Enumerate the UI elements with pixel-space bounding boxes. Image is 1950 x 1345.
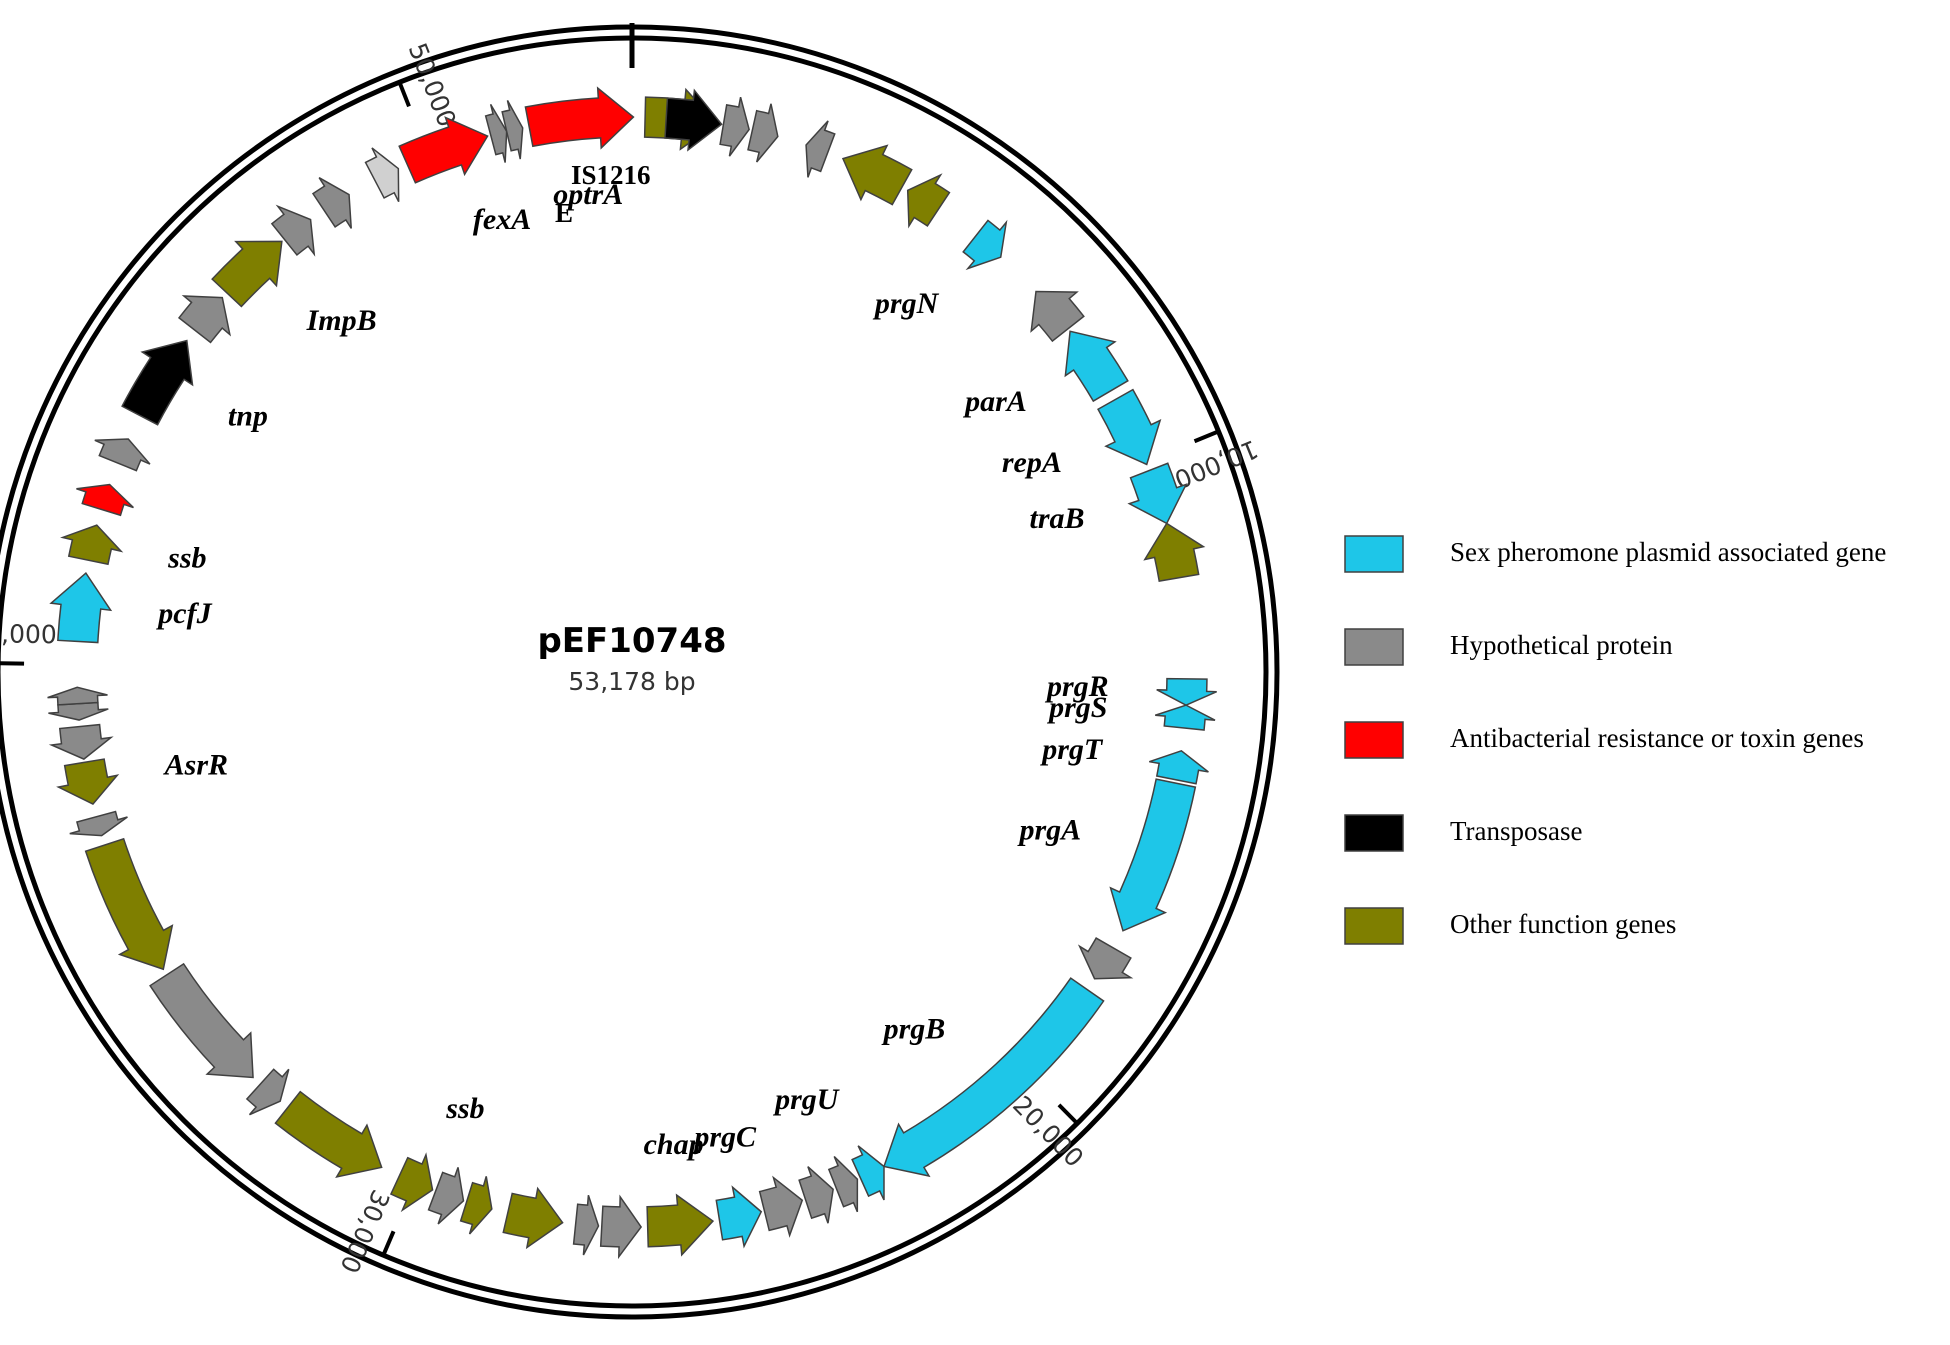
gene-label-chap: chap	[644, 1128, 704, 1161]
tick-50000	[397, 81, 411, 108]
gene-arrow-g31	[274, 1090, 383, 1179]
gene-arrow-g34	[84, 837, 174, 971]
gene-arrow-g47	[270, 204, 316, 257]
gene-arrow-fexA	[398, 116, 489, 184]
gene-arrow-prgN	[962, 219, 1008, 271]
gene-arrow-repA	[1097, 388, 1162, 466]
gene-label-prgT: prgT	[1039, 733, 1104, 766]
gene-arrow-optrA	[524, 86, 635, 150]
plasmid-length: 53,178 bp	[568, 667, 695, 696]
gene-arrow-AsrR	[56, 758, 120, 805]
tick-label-40000: 40,000	[0, 619, 57, 649]
legend-label-other: Other function genes	[1450, 909, 1676, 939]
gene-label-prgS: prgS	[1046, 691, 1107, 724]
gene-arrow-g22	[758, 1175, 804, 1238]
gene-arrow-g03	[747, 103, 779, 163]
gene-arrow-prgU	[851, 1145, 885, 1201]
gene-label-prgC: prgC	[691, 1121, 757, 1154]
gene-arrow-ssb2	[60, 524, 124, 566]
gene-arrow-prgR	[1156, 677, 1217, 706]
gene-arrow-g51	[484, 103, 508, 163]
legend-swatch-transposase	[1344, 814, 1404, 852]
gene-arrow-ImpB	[211, 240, 283, 308]
gene-arrow-g26	[572, 1194, 600, 1256]
gene-arrow-g25	[599, 1194, 643, 1260]
legend-label-sex_pheromone: Sex pheromone plasmid associated gene	[1450, 537, 1886, 567]
gene-arrow-g12	[1143, 522, 1206, 582]
gene-arrow-g48	[311, 177, 352, 229]
gene-label-ssb2: ssb	[167, 542, 206, 575]
gene-arrow-g32	[245, 1068, 290, 1116]
gene-arrow-g43	[94, 438, 151, 472]
gene-arrow-g49	[364, 147, 400, 203]
gene-arrow-g35	[69, 810, 128, 837]
gene-label-prgA: prgA	[1016, 813, 1081, 846]
gene-arrow-g17	[1077, 937, 1134, 980]
legend-swatch-other	[1344, 907, 1404, 945]
gene-label-pcfJ: pcfJ	[155, 597, 212, 630]
is-element-label-line1: IS1216	[571, 160, 651, 190]
legend-swatch-hypothetical	[1344, 628, 1404, 666]
gene-arrow-g33	[149, 962, 254, 1079]
gene-arrow-g21	[798, 1166, 834, 1224]
gene-arrow-tnp	[121, 339, 194, 426]
gene-features	[47, 86, 1217, 1260]
tick-label-20000: 20,000	[1007, 1090, 1089, 1173]
gene-arrow-prgT	[1149, 749, 1209, 785]
gene-arrow-g08	[1030, 290, 1085, 343]
legend-swatch-sex_pheromone	[1344, 535, 1404, 573]
tick-10000	[1193, 429, 1220, 444]
gene-label-prgB: prgB	[881, 1013, 946, 1046]
gene-arrow-g02	[719, 96, 750, 157]
gene-arrow-g27	[502, 1186, 564, 1250]
legend-swatch-resistance	[1344, 721, 1404, 759]
gene-arrow-g52	[501, 100, 524, 160]
gene-arrow-g42	[76, 483, 134, 517]
gene-label-prgU: prgU	[772, 1083, 840, 1116]
gene-arrow-g45	[177, 295, 232, 344]
gene-arrow-traB	[1127, 462, 1188, 525]
is-element-label: IS1216 E	[555, 160, 651, 228]
gene-label-tnp: tnp	[228, 399, 268, 432]
gene-arrow-IS1216	[664, 88, 723, 152]
gene-label-AsrR: AsrR	[163, 749, 228, 782]
gene-arrow-parA	[1064, 330, 1129, 403]
gene-label-parA: parA	[962, 385, 1027, 418]
legend-label-transposase: Transposase	[1450, 816, 1583, 846]
gene-arrow-g39	[47, 686, 108, 706]
legend-label-hypothetical: Hypothetical protein	[1450, 630, 1673, 660]
legend: Sex pheromone plasmid associated geneHyp…	[1344, 535, 1886, 945]
gene-label-prgR: prgR	[1044, 670, 1109, 703]
gene-arrow-prgS	[1154, 704, 1216, 731]
tick-30000	[381, 1230, 396, 1256]
gene-arrow-chap	[646, 1193, 715, 1257]
gene-arrow-g06	[906, 173, 951, 229]
gene-label-ImpB: ImpB	[306, 304, 377, 337]
gene-arrow-g38	[48, 701, 109, 721]
gene-label-repA: repA	[1002, 446, 1062, 479]
gene-arrow-prgC	[715, 1185, 763, 1249]
gene-label-fexA: fexA	[473, 203, 531, 236]
tick-20000	[1057, 1103, 1079, 1125]
gene-arrow-prgA	[1109, 778, 1197, 932]
legend-label-resistance: Antibacterial resistance or toxin genes	[1450, 723, 1864, 753]
gene-arrow-g29	[427, 1167, 465, 1225]
gene-arrow-g28	[459, 1176, 493, 1235]
gene-arrow-pcfJ	[49, 571, 113, 644]
gene-label-prgN: prgN	[872, 287, 940, 320]
gene-arrow-g37	[48, 723, 114, 760]
tick-label-30000: 30,000	[334, 1185, 395, 1277]
plasmid-name: pEF10748	[537, 621, 726, 661]
gene-label-optrA: optrA	[553, 178, 623, 211]
gene-arrow-ssb1	[389, 1152, 434, 1213]
gene-label-traB: traB	[1030, 502, 1085, 535]
gene-arrow-g04	[805, 120, 836, 178]
gene-arrow-g20	[827, 1155, 859, 1213]
is-element-label-line2: E	[555, 198, 573, 228]
gene-arrow-g05	[841, 144, 913, 206]
gene-label-ssb1: ssb	[445, 1092, 484, 1125]
